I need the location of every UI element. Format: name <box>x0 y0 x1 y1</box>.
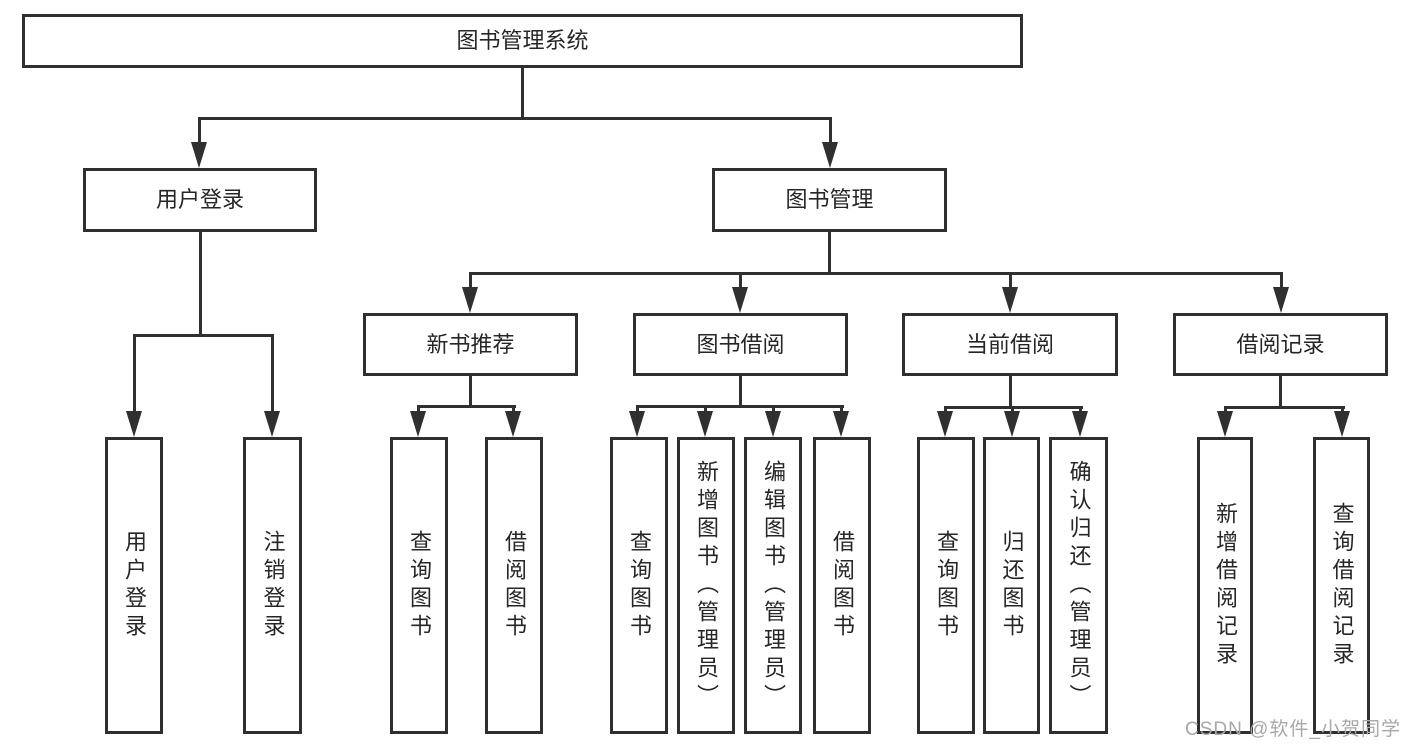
connector-line <box>739 272 742 291</box>
connector-line <box>840 405 843 415</box>
leaf-user-login: 用户登录 <box>105 437 163 734</box>
connector-line <box>417 405 420 415</box>
connector-line <box>1009 376 1012 409</box>
connector-line <box>1224 406 1227 415</box>
connector-line <box>1224 406 1345 409</box>
connector-line <box>521 68 524 118</box>
connector-line <box>944 406 947 415</box>
arrow-down-icon <box>822 142 838 168</box>
connector-line <box>1279 376 1282 409</box>
connector-line <box>704 405 707 415</box>
leaf-records-add-record: 新增借阅记录 <box>1197 437 1253 734</box>
arrow-down-icon <box>1004 411 1020 437</box>
arrow-down-icon <box>1002 287 1018 313</box>
leaf-borrowing-query-book: 查询图书 <box>610 437 668 734</box>
arrow-down-icon <box>462 287 478 313</box>
arrow-down-icon <box>697 411 713 437</box>
arrow-down-icon <box>629 411 645 437</box>
leaf-current-query-book: 查询图书 <box>917 437 975 734</box>
leaf-borrowing-edit-book-admin: 编辑图书（管理员） <box>744 437 802 734</box>
connector-line <box>829 117 832 146</box>
csdn-watermark: CSDN @软件_小贺同学 <box>1185 719 1401 740</box>
connector-line <box>512 405 515 415</box>
leaf-logout-login: 注销登录 <box>243 437 302 734</box>
connector-line <box>1009 272 1012 291</box>
leaf-records-query-record: 查询借阅记录 <box>1313 437 1370 734</box>
arrow-down-icon <box>1072 411 1088 437</box>
leaf-borrowing-borrow-book: 借阅图书 <box>813 437 871 734</box>
connector-line <box>1079 406 1082 415</box>
connector-line <box>636 405 844 408</box>
node-user-login: 用户登录 <box>83 168 317 232</box>
node-borrowing-records: 借阅记录 <box>1173 313 1388 376</box>
connector-line <box>739 376 742 408</box>
connector-line <box>271 334 274 415</box>
arrow-down-icon <box>765 411 781 437</box>
leaf-recommend-borrow-book: 借阅图书 <box>485 437 543 734</box>
arrow-down-icon <box>833 411 849 437</box>
connector-line <box>133 334 136 415</box>
arrow-down-icon <box>126 411 142 437</box>
leaf-borrowing-add-book-admin: 新增图书（管理员） <box>677 437 735 734</box>
connector-line <box>133 334 274 337</box>
node-book-management: 图书管理 <box>712 168 947 232</box>
connector-line <box>636 405 639 415</box>
node-library-management-system: 图书管理系统 <box>22 14 1023 68</box>
connector-line <box>1011 406 1014 415</box>
connector-line <box>772 405 775 415</box>
arrow-down-icon <box>732 287 748 313</box>
connector-line <box>198 117 831 120</box>
node-current-borrowing: 当前借阅 <box>902 313 1118 376</box>
connector-line <box>417 405 516 408</box>
leaf-current-return-book: 归还图书 <box>983 437 1040 734</box>
node-book-borrowing: 图书借阅 <box>633 313 848 376</box>
connector-line <box>469 272 1283 275</box>
arrow-down-icon <box>191 142 207 168</box>
connector-line <box>199 232 202 336</box>
connector-line <box>198 117 201 146</box>
arrow-down-icon <box>505 411 521 437</box>
connector-line <box>469 376 472 408</box>
arrow-down-icon <box>1217 411 1233 437</box>
arrow-down-icon <box>937 411 953 437</box>
connector-line <box>1341 406 1344 415</box>
arrow-down-icon <box>410 411 426 437</box>
connector-line <box>828 232 831 275</box>
arrow-down-icon <box>264 411 280 437</box>
leaf-recommend-query-book: 查询图书 <box>390 437 448 734</box>
arrow-down-icon <box>1334 411 1350 437</box>
connector-line <box>469 272 472 291</box>
leaf-current-confirm-return-admin: 确认归还（管理员） <box>1049 437 1108 734</box>
node-new-book-recommend: 新书推荐 <box>363 313 578 376</box>
arrow-down-icon <box>1273 287 1289 313</box>
connector-line <box>1280 272 1283 291</box>
